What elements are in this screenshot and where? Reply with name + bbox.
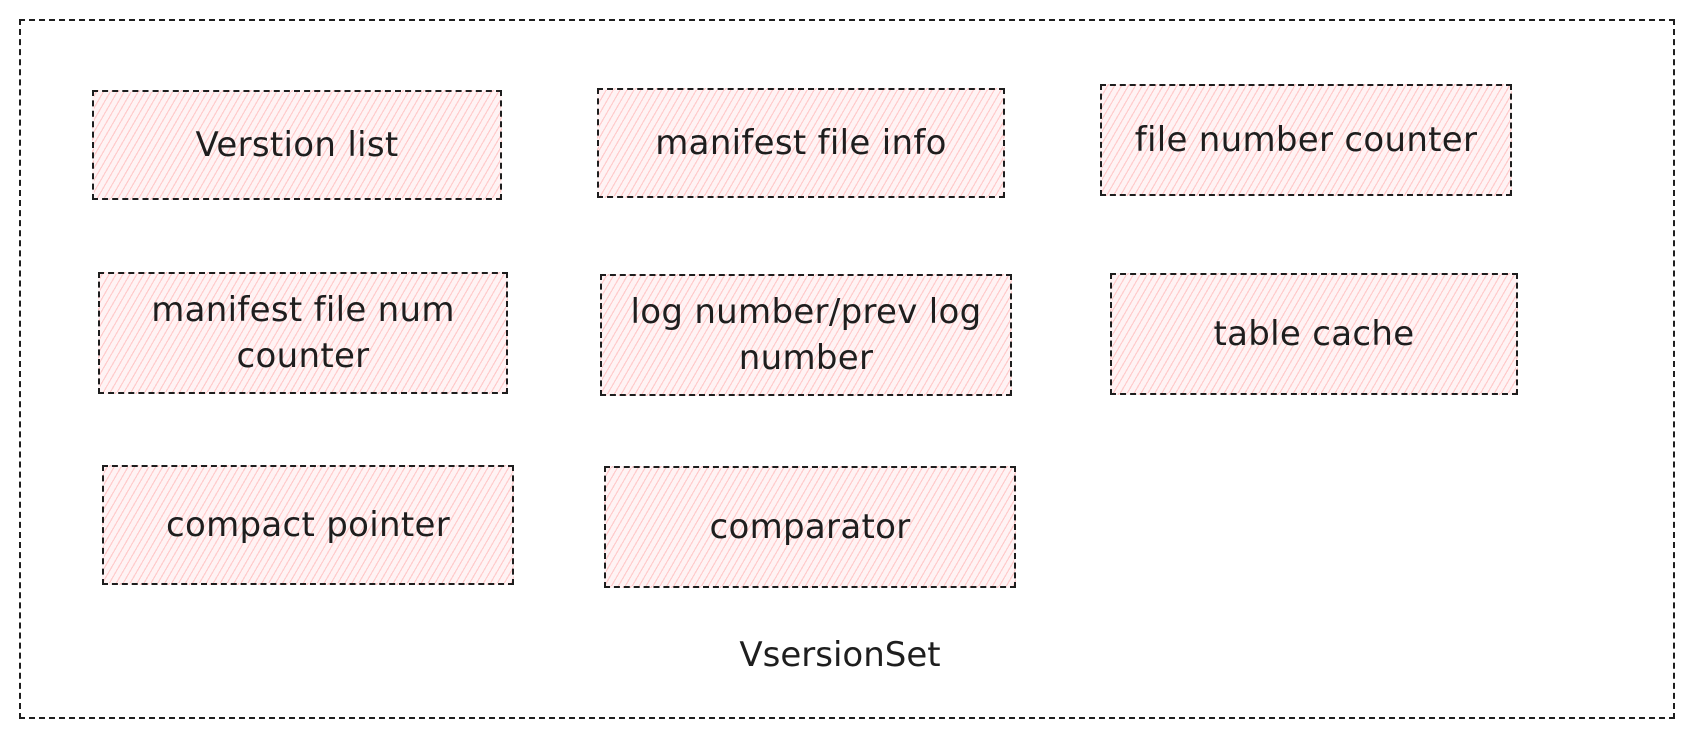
component-box-manifest-file-num-counter: manifest file num counter: [98, 272, 508, 394]
component-label: table cache: [1213, 314, 1415, 354]
versionset-container: [19, 19, 1675, 719]
component-box-compact-pointer: compact pointer: [102, 465, 514, 585]
component-box-table-cache: table cache: [1110, 273, 1518, 395]
component-box-log-number: log number/prev log number: [600, 274, 1012, 396]
component-box-file-number-counter: file number counter: [1100, 84, 1512, 196]
component-label: Verstion list: [195, 125, 399, 165]
component-box-manifest-file-info: manifest file info: [597, 88, 1005, 198]
component-label: manifest file num counter: [151, 290, 455, 376]
component-label: manifest file info: [655, 123, 947, 163]
component-label: log number/prev log number: [630, 292, 982, 378]
container-caption: VsersionSet: [739, 635, 941, 675]
component-label: file number counter: [1134, 120, 1478, 160]
component-label: compact pointer: [166, 505, 450, 545]
component-box-comparator: comparator: [604, 466, 1016, 588]
component-box-version-list: Verstion list: [92, 90, 502, 200]
component-label: comparator: [709, 507, 911, 547]
